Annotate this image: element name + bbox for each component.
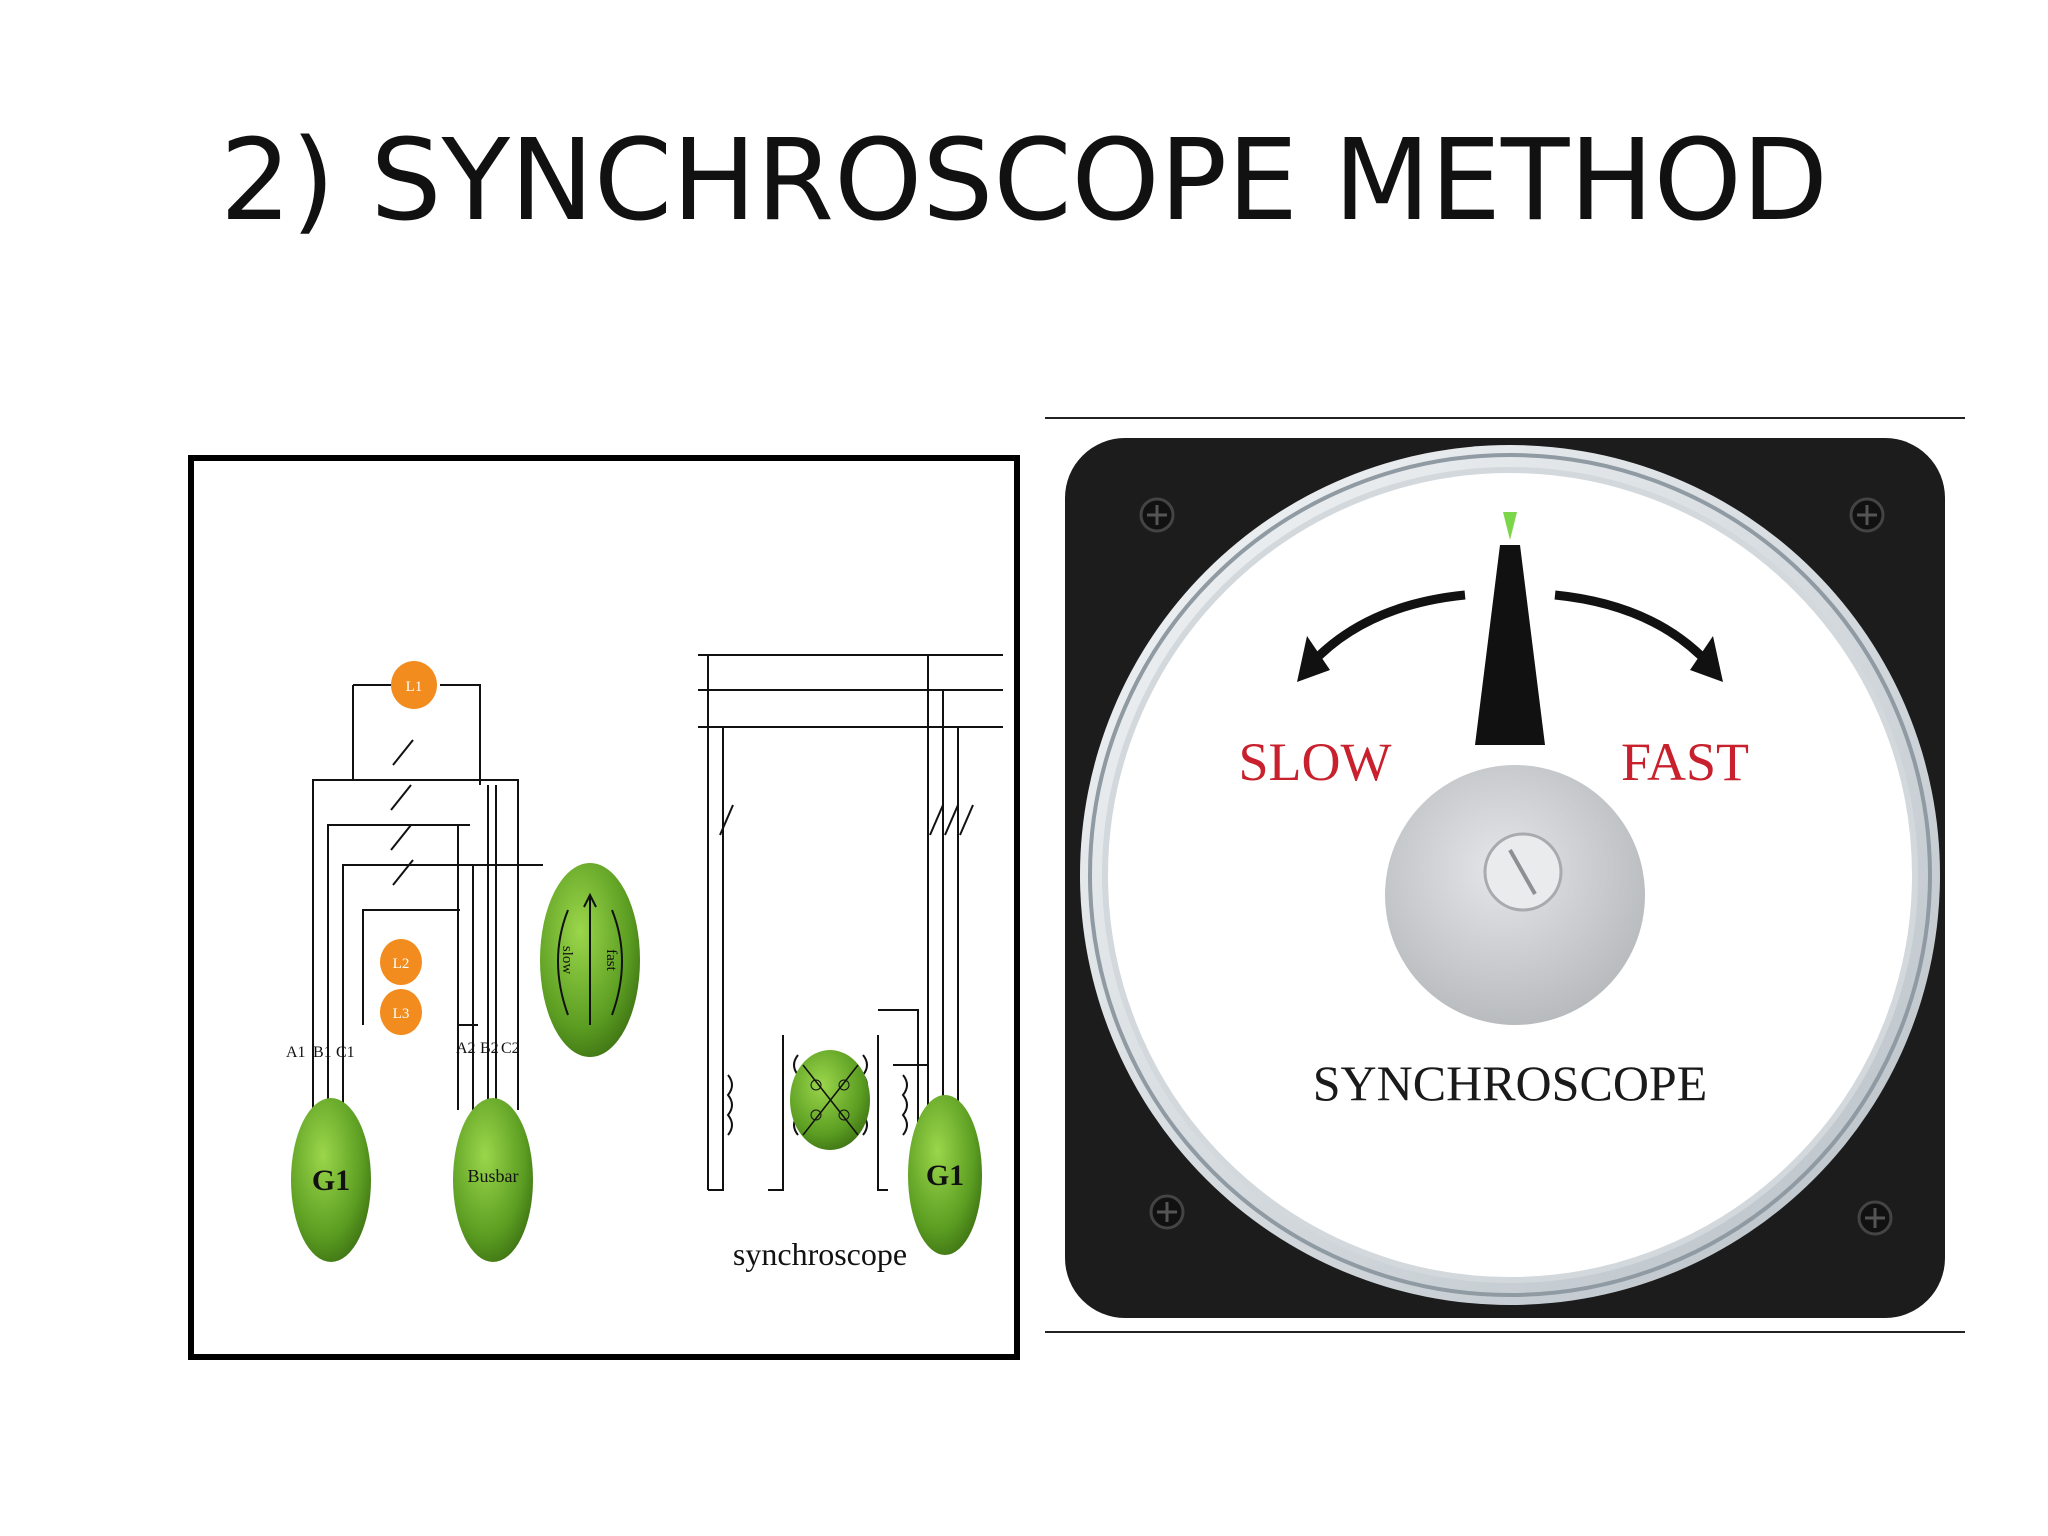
fast-arrow — [1554, 590, 1714, 669]
needle-tip — [1503, 512, 1517, 540]
generator-g1-left: G1 — [291, 1098, 371, 1262]
lamp-l2-label: L2 — [393, 956, 410, 972]
dial-slow-label: slow — [559, 946, 575, 975]
slide-title: 2) SYNCHROSCOPE METHOD — [219, 116, 1829, 246]
generator-g1-left-label: G1 — [312, 1164, 350, 1197]
lamp-l3-label: L3 — [393, 1006, 410, 1022]
needle — [1475, 545, 1545, 745]
phase-label-a2: A2 — [456, 1040, 476, 1057]
lamp-l3: L3 — [380, 989, 422, 1035]
lamp-l2: L2 — [380, 939, 422, 985]
synchroscope-symbol — [790, 1050, 870, 1150]
scope-dial-oval: slow fast — [540, 863, 640, 1057]
lamp-l1-label: L1 — [406, 679, 423, 695]
phase-label-c1: C1 — [336, 1044, 355, 1061]
meter-name-label: SYNCHROSCOPE — [1313, 1055, 1708, 1111]
busbar-generator: Busbar — [453, 1098, 533, 1262]
screw-icon — [1139, 497, 1175, 533]
phase-label-b2: B2 — [480, 1040, 499, 1057]
slow-arrow — [1306, 590, 1466, 669]
generator-g1-right: G1 — [908, 1095, 982, 1255]
fast-label: FAST — [1621, 732, 1749, 792]
circuit-diagram: A1 B1 C1 A2 B2 C2 L1 L2 L3 slow fast G1 … — [188, 455, 1020, 1360]
synchroscope-caption: synchroscope — [733, 1236, 907, 1272]
slow-label: SLOW — [1239, 732, 1392, 792]
phase-label-b1: B1 — [313, 1044, 332, 1061]
screw-icon — [1849, 497, 1885, 533]
screw-icon — [1149, 1194, 1185, 1230]
phase-label-a1: A1 — [286, 1044, 306, 1061]
generator-g1-right-label: G1 — [926, 1159, 964, 1192]
synchroscope-meter: SLOW FAST SYNCHROSCOPE — [1045, 417, 1965, 1333]
screw-icon — [1857, 1200, 1893, 1236]
lamp-l1: L1 — [391, 661, 437, 709]
dial-fast-label: fast — [603, 949, 619, 971]
busbar-label: Busbar — [468, 1166, 519, 1186]
phase-label-c2: C2 — [501, 1040, 520, 1057]
